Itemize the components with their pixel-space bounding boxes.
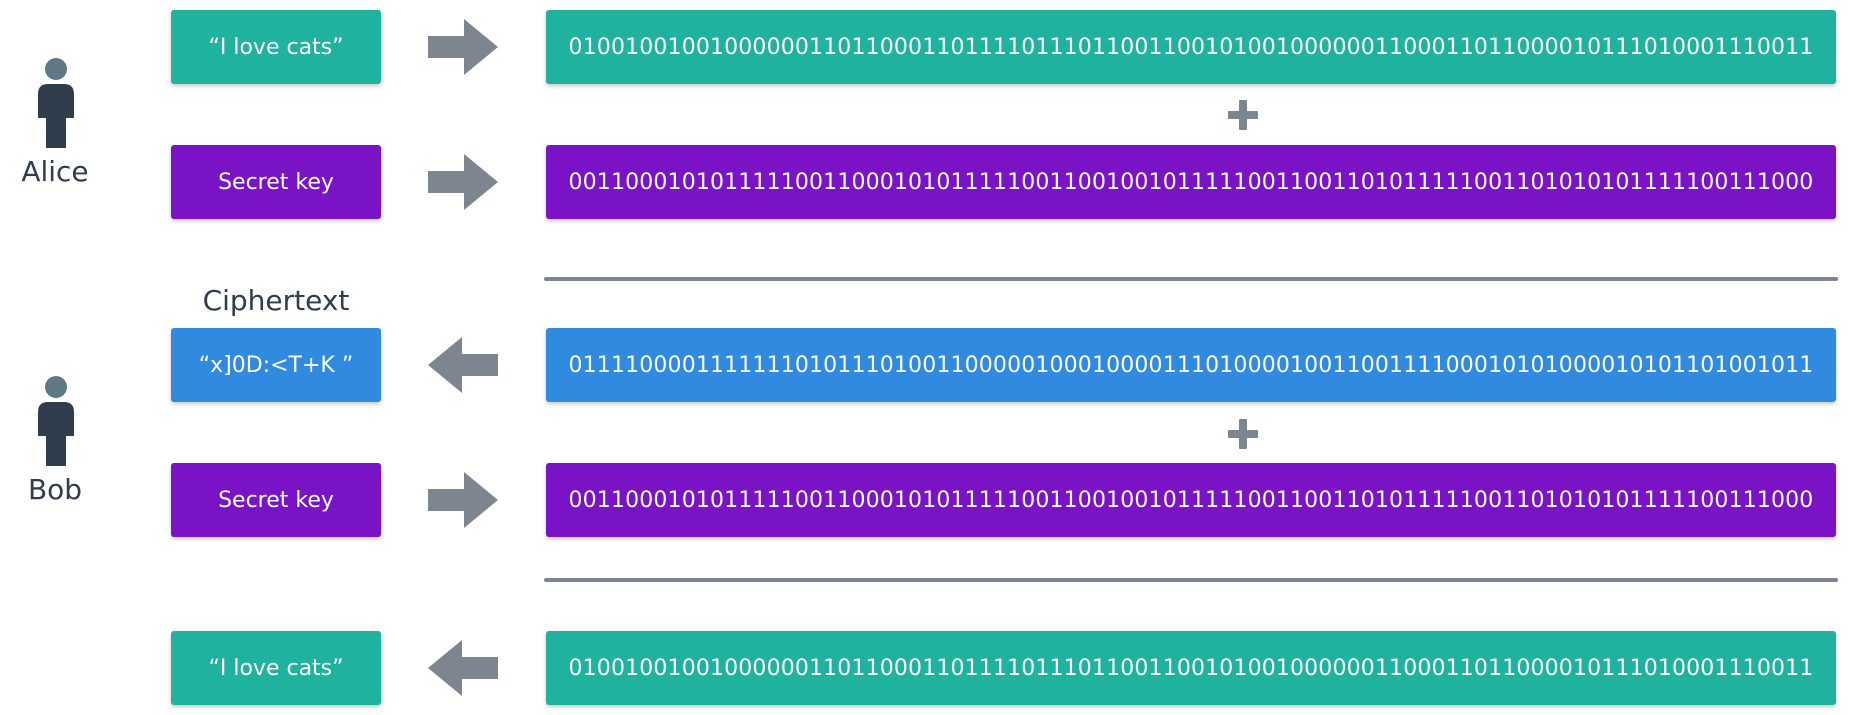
bob-result-box: “I love cats” <box>171 631 381 705</box>
bob-key-bits: 0011000101011111001100010101111100110010… <box>546 463 1836 537</box>
arrow-right-icon <box>428 472 498 528</box>
bob-person-icon <box>38 376 74 466</box>
arrow-left-icon <box>428 337 498 393</box>
divider-line <box>544 277 1838 281</box>
ciphertext-box: “x]0D:<T+K ” <box>171 328 381 402</box>
arrow-left-icon <box>428 640 498 696</box>
bob-name: Bob <box>27 473 83 506</box>
alice-key-box: Secret key <box>171 145 381 219</box>
divider-line <box>544 578 1838 582</box>
ciphertext-bits: 0111100001111111010111010011000001000100… <box>546 328 1836 402</box>
alice-plaintext-box: “I love cats” <box>171 10 381 84</box>
arrow-right-icon <box>428 154 498 210</box>
bob-result-bits: 0100100100100000011011000110111101110110… <box>546 631 1836 705</box>
alice-key-bits: 0011000101011111001100010101111100110010… <box>546 145 1836 219</box>
alice-plaintext-bits: 0100100100100000011011000110111101110110… <box>546 10 1836 84</box>
bob-key-box: Secret key <box>171 463 381 537</box>
alice-name: Alice <box>21 155 89 188</box>
plus-icon <box>1228 419 1258 449</box>
arrow-right-icon <box>428 19 498 75</box>
plus-icon <box>1228 100 1258 130</box>
alice-person-icon <box>38 58 74 148</box>
ciphertext-caption: Ciphertext <box>202 284 350 317</box>
